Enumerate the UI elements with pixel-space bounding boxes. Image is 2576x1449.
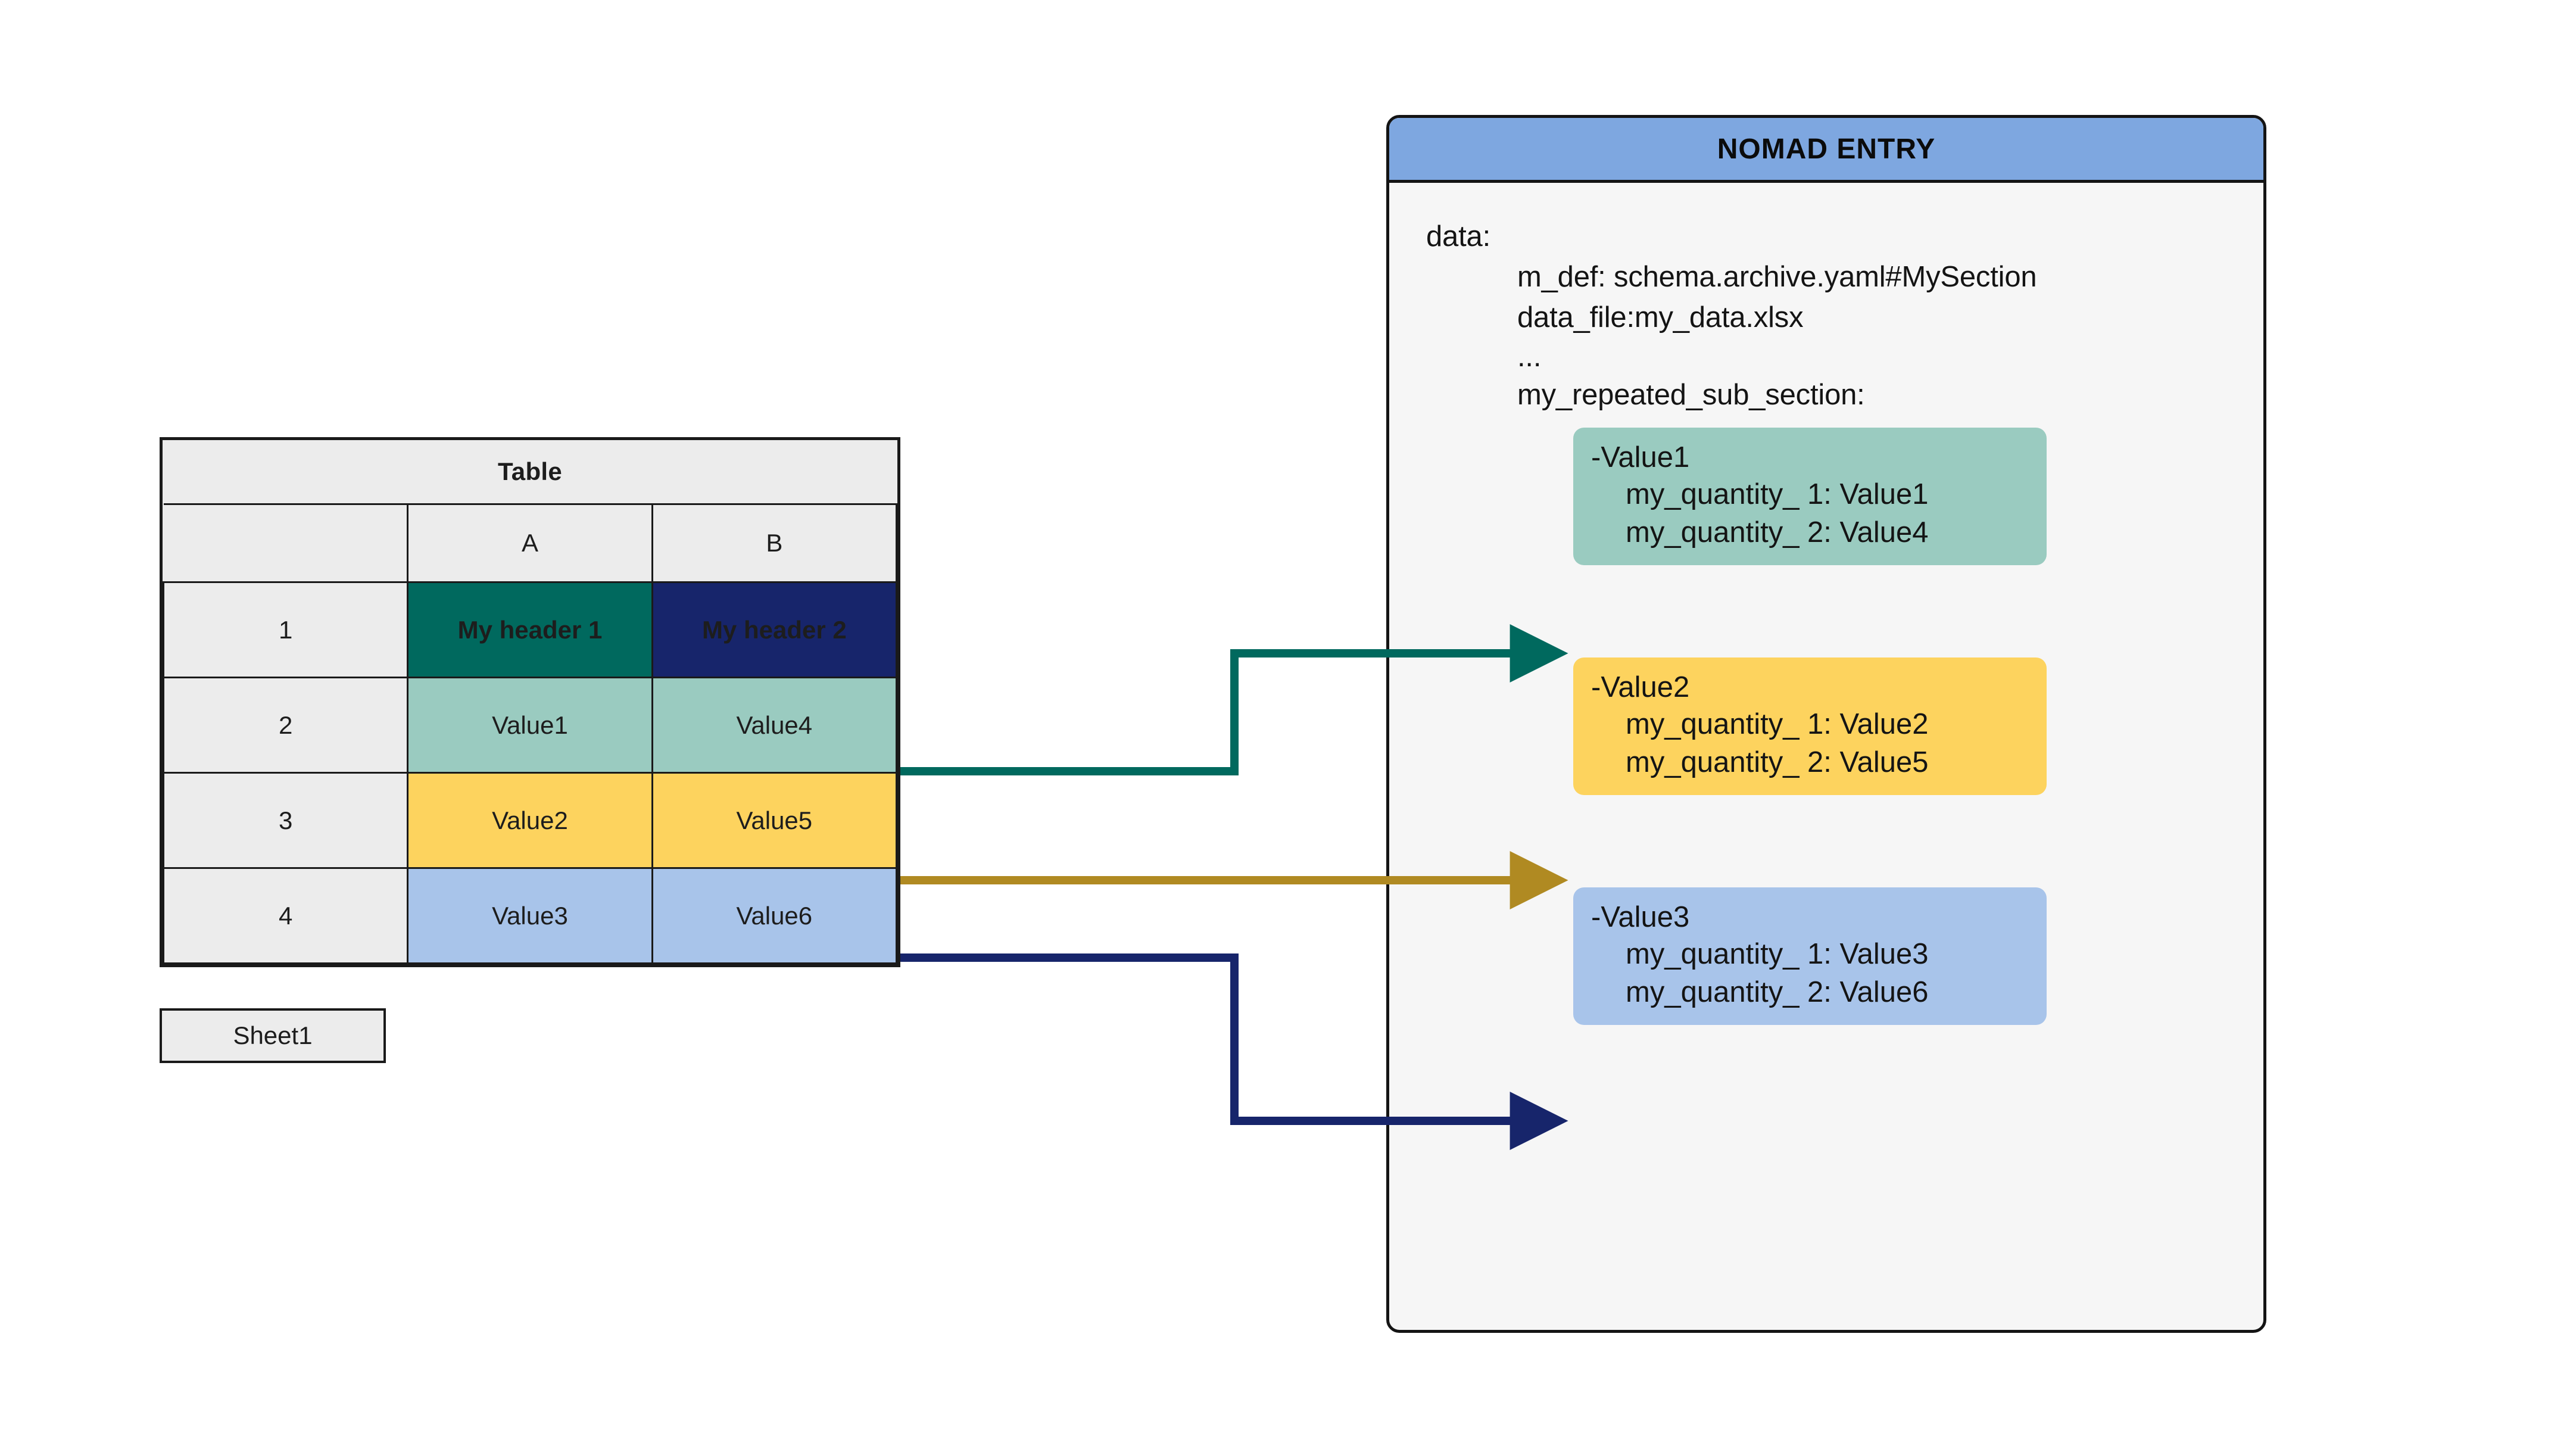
cell-a2[interactable]: Value1 [407, 677, 653, 774]
table-grid: Table A B 1 My header 1 My header 2 2 Va… [162, 440, 898, 964]
subsection-head-value3: -Value3 [1591, 901, 1690, 933]
table-row: 2 Value1 Value4 [162, 677, 898, 774]
subsection-quantity-1-value1: my_quantity_ 1: Value1 [1626, 478, 1929, 510]
yaml-line-my-repeated-sub-section: my_repeated_sub_section: [1517, 379, 1865, 411]
yaml-line-ellipsis: ... [1517, 341, 1542, 373]
table-title: Table [163, 440, 897, 505]
subsection-box-value1[interactable]: -Value1 my_quantity_ 1: Value1 my_quanti… [1573, 428, 2047, 566]
nomad-entry-title: NOMAD ENTRY [1717, 133, 1936, 165]
cell-b3[interactable]: Value5 [651, 772, 898, 869]
subsection-box-value3[interactable]: -Value3 my_quantity_ 1: Value3 my_quanti… [1573, 887, 2047, 1026]
subsection-head-value1: -Value1 [1591, 441, 1690, 473]
nomad-entry-title-bar: NOMAD ENTRY [1389, 118, 2263, 183]
sheet-tab-sheet1[interactable]: Sheet1 [160, 1008, 386, 1063]
subsection-quantity-1-value2: my_quantity_ 1: Value2 [1626, 708, 1929, 740]
subsection-quantity-2-value2: my_quantity_ 2: Value5 [1626, 746, 1929, 779]
column-header-b[interactable]: B [651, 503, 898, 583]
column-header-a[interactable]: A [407, 503, 653, 583]
subsection-quantity-2-value1: my_quantity_ 2: Value4 [1626, 516, 1929, 549]
cell-b1[interactable]: My header 2 [651, 581, 898, 678]
table-title-row: Table [163, 440, 897, 505]
cell-b4[interactable]: Value6 [651, 867, 898, 964]
sheet-tab-label: Sheet1 [233, 1021, 313, 1049]
subsection-box-value2[interactable]: -Value2 my_quantity_ 1: Value2 my_quanti… [1573, 657, 2047, 796]
row-header-1[interactable]: 1 [162, 581, 409, 678]
row-header-2[interactable]: 2 [162, 677, 409, 774]
yaml-line-data-file: data_file:my_data.xlsx [1517, 301, 1804, 334]
row-header-4[interactable]: 4 [162, 867, 409, 964]
table-column-header-row: A B [163, 503, 898, 583]
row-header-3[interactable]: 3 [162, 772, 409, 869]
yaml-line-m-def: m_def: schema.archive.yaml#MySection [1517, 261, 2037, 293]
grid-corner-cell [163, 504, 409, 583]
cell-a1[interactable]: My header 1 [407, 581, 653, 678]
cell-a3[interactable]: Value2 [407, 772, 653, 869]
table-row: 4 Value3 Value6 [162, 867, 898, 964]
nomad-entry-panel: NOMAD ENTRY data: m_def: schema.archive.… [1386, 115, 2266, 1333]
cell-a4[interactable]: Value3 [407, 867, 653, 964]
subsection-head-value2: -Value2 [1591, 671, 1690, 703]
subsection-quantity-2-value3: my_quantity_ 2: Value6 [1626, 976, 1929, 1009]
nomad-entry-body: data: m_def: schema.archive.yaml#MySecti… [1389, 183, 2263, 1330]
subsection-quantity-1-value3: my_quantity_ 1: Value3 [1626, 937, 1929, 970]
table-row: 1 My header 1 My header 2 [162, 581, 898, 678]
yaml-line-data: data: [1426, 220, 1490, 253]
cell-b2[interactable]: Value4 [651, 677, 898, 774]
table-row: 3 Value2 Value5 [162, 772, 898, 869]
spreadsheet-table: Table A B 1 My header 1 My header 2 2 Va… [160, 437, 900, 967]
